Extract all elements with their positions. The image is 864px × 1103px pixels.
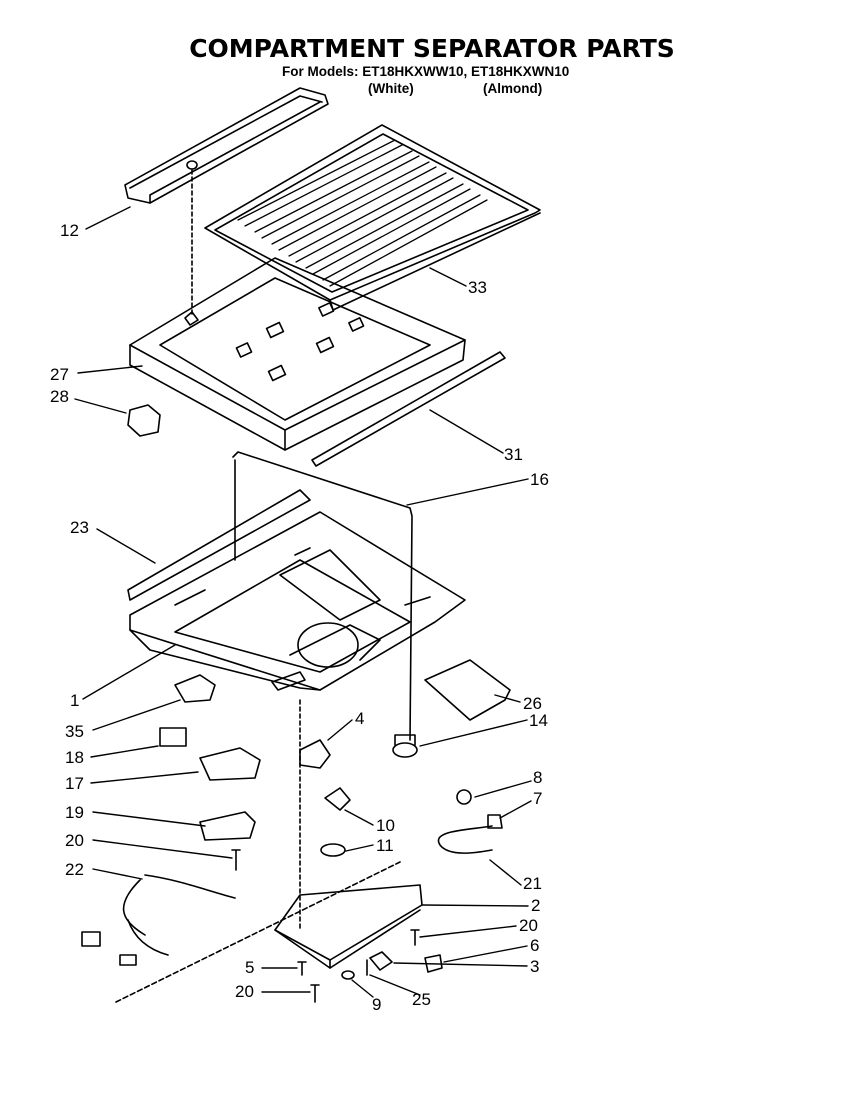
callout-12: 12 xyxy=(60,221,79,240)
part-14-knob xyxy=(392,734,418,758)
part-6-clip xyxy=(424,954,443,973)
part-1-base-pan xyxy=(127,489,466,691)
callout-7: 7 xyxy=(533,789,542,808)
part-8-bulb xyxy=(456,789,472,805)
part-22-harness xyxy=(81,874,236,966)
callout-21: 21 xyxy=(523,874,542,893)
callout-26: 26 xyxy=(523,694,542,713)
callout-4: 4 xyxy=(355,709,364,728)
callout-31: 31 xyxy=(504,445,523,464)
callout-9: 9 xyxy=(372,995,381,1014)
part-21-wire xyxy=(437,825,493,854)
callout-23: 23 xyxy=(70,518,89,537)
callout-6: 6 xyxy=(530,936,539,955)
callout-3: 3 xyxy=(530,957,539,976)
finish-white: (White) xyxy=(368,81,414,96)
callout-33: 33 xyxy=(468,278,487,297)
part-20-screw-b xyxy=(410,929,420,946)
diagram-title: COMPARTMENT SEPARATOR PARTS xyxy=(189,34,675,63)
callout-22: 22 xyxy=(65,860,84,879)
part-11-ring xyxy=(320,843,346,857)
part-20-screw-c xyxy=(310,984,320,1003)
callout-10: 10 xyxy=(376,816,395,835)
projection-line xyxy=(115,861,401,1003)
part-18-gasket xyxy=(159,727,187,747)
part-2-cover xyxy=(274,884,423,969)
callout-16: 16 xyxy=(530,470,549,489)
part-10-component xyxy=(324,787,351,811)
callout-35: 35 xyxy=(65,722,84,741)
callout-27: 27 xyxy=(50,365,69,384)
part-9-washer xyxy=(341,970,355,980)
part-17-housing xyxy=(199,747,261,781)
part-26-pad xyxy=(424,659,511,721)
part-27-frame xyxy=(129,257,466,451)
callout-11: 11 xyxy=(376,836,394,855)
callout-28: 28 xyxy=(50,387,69,406)
callout-5: 5 xyxy=(245,958,254,977)
models-line: For Models: ET18HKXWW10, ET18HKXWN10 xyxy=(282,64,570,79)
callout-14: 14 xyxy=(529,711,548,730)
callout-1: 1 xyxy=(70,691,79,710)
callout-17: 17 xyxy=(65,774,84,793)
callout-8: 8 xyxy=(533,768,542,787)
part-19-control xyxy=(199,811,256,841)
part-12-rail xyxy=(124,87,329,204)
leader-lines xyxy=(74,206,532,998)
part-3-clip xyxy=(369,951,393,971)
callout-20-b: 20 xyxy=(519,916,538,935)
part-31-strip xyxy=(311,351,506,467)
part-28-block xyxy=(127,404,161,437)
part-5-screw xyxy=(297,961,307,976)
callout-19: 19 xyxy=(65,803,84,822)
part-35-damper xyxy=(174,674,216,703)
part-4-component xyxy=(299,739,331,769)
callout-20-a: 20 xyxy=(65,831,84,850)
callout-20-c: 20 xyxy=(235,982,254,1001)
part-20-screw-a xyxy=(231,849,241,871)
part-7-socket xyxy=(487,814,503,829)
part-16-wire xyxy=(232,451,413,741)
finish-almond: (Almond) xyxy=(483,81,543,96)
callout-25: 25 xyxy=(412,990,431,1009)
part-33-grille xyxy=(204,124,541,311)
callout-2: 2 xyxy=(531,896,540,915)
callout-18: 18 xyxy=(65,748,84,767)
